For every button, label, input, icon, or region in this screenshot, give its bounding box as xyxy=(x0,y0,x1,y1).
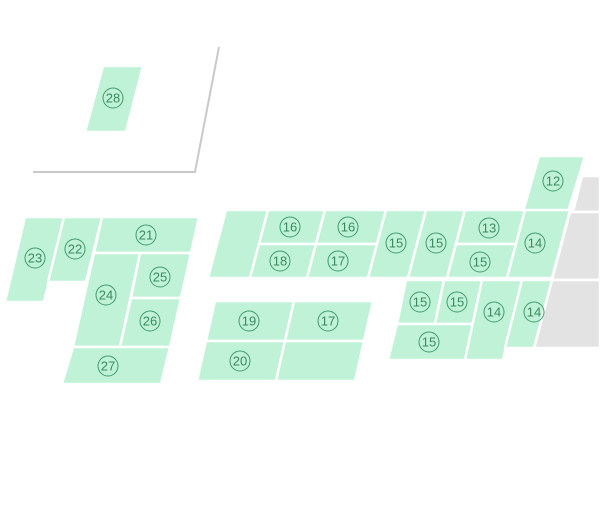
region-tile-16a[interactable]: 16 xyxy=(257,208,327,246)
svg-text:27: 27 xyxy=(101,359,115,374)
region-tile-22[interactable]: 22 xyxy=(46,215,104,284)
svg-text:15: 15 xyxy=(450,295,464,310)
region-tile-15f[interactable]: 15 xyxy=(386,322,475,362)
region-tile-17b[interactable]: 17 xyxy=(283,299,375,343)
svg-text:17: 17 xyxy=(321,314,335,329)
svg-text:14: 14 xyxy=(487,305,501,320)
region-tile-16b[interactable]: 16 xyxy=(314,208,388,246)
svg-text:16: 16 xyxy=(283,220,297,235)
region-tile-21[interactable]: 21 xyxy=(92,215,201,255)
region-tile-20[interactable]: 20 xyxy=(195,339,287,383)
svg-text:13: 13 xyxy=(482,221,496,236)
svg-text:17: 17 xyxy=(331,254,345,269)
inset-frame xyxy=(33,46,220,173)
region-tile-17a[interactable]: 17 xyxy=(305,242,379,280)
svg-text:21: 21 xyxy=(139,228,153,243)
region-tile-15c[interactable]: 15 xyxy=(445,242,518,280)
region-tile-disabled-1 xyxy=(571,174,600,214)
svg-text:15: 15 xyxy=(429,236,443,251)
region-tile-27[interactable]: 27 xyxy=(60,345,172,386)
svg-text:18: 18 xyxy=(273,254,287,269)
svg-text:26: 26 xyxy=(143,314,157,329)
region-tile-26[interactable]: 26 xyxy=(118,296,183,349)
region-tile-25[interactable]: 25 xyxy=(129,251,193,300)
svg-text:20: 20 xyxy=(233,354,247,369)
region-tile-23[interactable]: 23 xyxy=(3,215,66,304)
svg-text:25: 25 xyxy=(153,270,167,285)
svg-text:15: 15 xyxy=(389,236,403,251)
region-tile-28[interactable]: 28 xyxy=(83,64,145,134)
region-tile-14a[interactable]: 14 xyxy=(505,208,572,280)
svg-text:12: 12 xyxy=(546,174,560,189)
svg-text:14: 14 xyxy=(527,305,541,320)
svg-text:15: 15 xyxy=(413,295,427,310)
svg-text:15: 15 xyxy=(422,335,436,350)
region-tile-13[interactable]: 13 xyxy=(454,208,527,246)
svg-text:16: 16 xyxy=(341,220,355,235)
region-tile-19[interactable]: 19 xyxy=(204,299,296,343)
svg-text:19: 19 xyxy=(242,314,256,329)
svg-text:15: 15 xyxy=(473,255,487,270)
svg-text:14: 14 xyxy=(528,236,542,251)
region-tile-14c[interactable]: 14 xyxy=(503,278,554,350)
region-tile-18[interactable]: 18 xyxy=(248,242,318,280)
region-badge-28: 28 xyxy=(106,91,120,106)
svg-text:22: 22 xyxy=(68,242,82,257)
region-tile-blank-2[interactable] xyxy=(274,339,366,383)
svg-text:24: 24 xyxy=(99,288,113,303)
svg-text:23: 23 xyxy=(28,251,42,266)
